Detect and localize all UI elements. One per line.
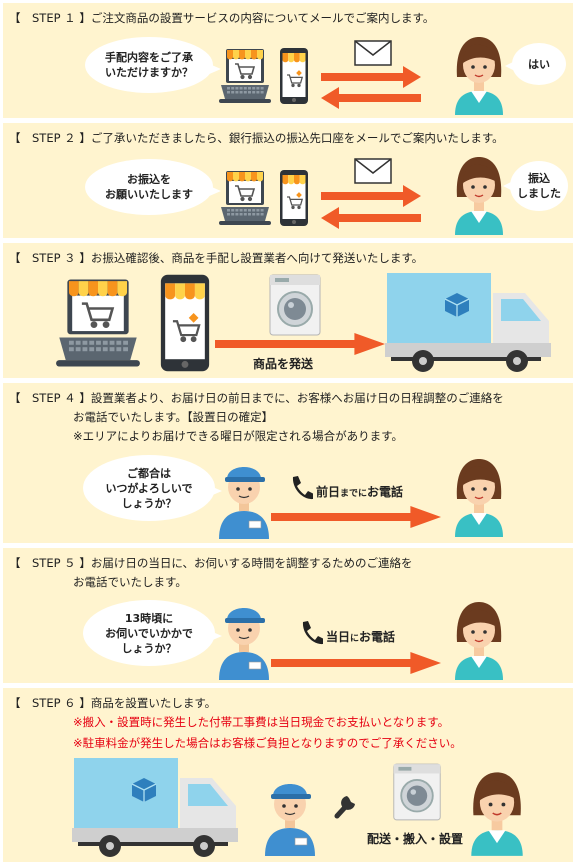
arrow-right-icon: [321, 66, 421, 88]
arrow-left-icon: [321, 207, 421, 229]
step-2-shop-bubble: お振込を お願いいたします: [85, 159, 213, 215]
step-2-panel: 【 STEP ２ 】ご了承いただきましたら、銀行振込の振込先口座をメールでご案内…: [3, 123, 573, 238]
phone-shop-icon: [280, 170, 308, 226]
installer-worker-icon: [219, 608, 269, 680]
step-1-shop-bubble: 手配内容をご了承 いただけますか？: [85, 37, 213, 93]
step-4-call-label: 前日までにお電話: [316, 485, 404, 499]
customer-woman-icon: [455, 602, 503, 680]
installer-worker-icon: [219, 467, 269, 539]
laptop-shop-icon: [219, 171, 271, 225]
step-6-note-2: ※駐車料金が発生した場合はお客様ご負担となりますのでご了承ください。: [73, 736, 462, 750]
envelope-icon: [354, 158, 392, 184]
telephone-icon: [302, 621, 323, 645]
step-4-panel: 【 STEP ４ 】設置業者より、お届け日の前日までに、お客様へお届け日の日程調…: [3, 383, 573, 543]
telephone-icon: [292, 476, 313, 500]
arrow-right-icon: [321, 185, 421, 207]
customer-woman-icon: [455, 37, 503, 115]
washing-machine-icon: [269, 274, 321, 336]
step-2-customer-bubble: 振込 しました: [510, 161, 568, 211]
step-1-panel: 【 STEP １ 】ご注文商品の設置サービスの内容についてメールでご案内します。…: [3, 3, 573, 118]
step-6-note-1: ※搬入・設置時に発生した付帯工事費は当日現金でお支払いとなります。: [73, 715, 450, 729]
step-6-action-label: 配送・搬入・設置: [367, 832, 464, 846]
customer-woman-icon: [455, 459, 503, 537]
washing-machine-icon: [393, 763, 441, 821]
customer-woman-icon: [471, 772, 523, 856]
delivery-truck-icon: [385, 273, 551, 372]
arrow-right-icon: [215, 333, 385, 355]
step-3-panel: 【 STEP ３ 】お振込確認後、商品を手配し設置業者へ向けて発送いたします。 …: [3, 243, 573, 378]
step-5-call-label: 当日にお電話: [326, 630, 396, 644]
step-4-note: ※エリアによりお届けできる曜日が限定される場合があります。: [73, 429, 404, 443]
step-6-heading: 【 STEP ６ 】商品を設置いたします。: [9, 696, 217, 710]
step-3-heading: 【 STEP ３ 】お振込確認後、商品を手配し設置業者へ向けて発送いたします。: [9, 251, 424, 265]
step-6-panel: 【 STEP ６ 】商品を設置いたします。 ※搬入・設置時に発生した付帯工事費は…: [3, 688, 573, 862]
step-5-worker-bubble: 13時頃に お伺いでいかかで しょうか？: [83, 600, 215, 666]
wrench-icon: [334, 796, 355, 819]
arrow-right-icon: [271, 652, 441, 674]
step-1-heading: 【 STEP １ 】ご注文商品の設置サービスの内容についてメールでご案内します。: [9, 11, 435, 25]
customer-woman-icon: [455, 157, 503, 235]
phone-shop-icon: [160, 274, 210, 372]
step-4-heading: 【 STEP ４ 】設置業者より、お届け日の前日までに、お客様へお届け日の日程調…: [9, 391, 504, 405]
laptop-shop-icon: [56, 279, 140, 367]
laptop-shop-icon: [219, 49, 271, 103]
step-5-heading: 【 STEP ５ 】お届け日の当日に、お伺いする時間を調整するためのご連絡を: [9, 556, 413, 570]
phone-shop-icon: [280, 48, 308, 104]
step-4-heading-line2: お電話でいたします。【設置日の確定】: [73, 410, 274, 424]
arrow-left-icon: [321, 87, 421, 109]
step-1-customer-bubble: はい: [512, 43, 566, 85]
step-3-arrow-label: 商品を発送: [253, 357, 314, 371]
step-4-worker-bubble: ご都合は いつがよろしいで しょうか？: [83, 455, 215, 521]
step-5-heading-line2: お電話でいたします。: [73, 575, 187, 589]
step-2-heading: 【 STEP ２ 】ご了承いただきましたら、銀行振込の振込先口座をメールでご案内…: [9, 131, 504, 145]
delivery-truck-icon: [72, 758, 238, 857]
envelope-icon: [354, 40, 392, 66]
arrow-right-icon: [271, 506, 441, 528]
installer-worker-icon: [265, 784, 315, 856]
step-5-panel: 【 STEP ５ 】お届け日の当日に、お伺いする時間を調整するためのご連絡を お…: [3, 548, 573, 683]
